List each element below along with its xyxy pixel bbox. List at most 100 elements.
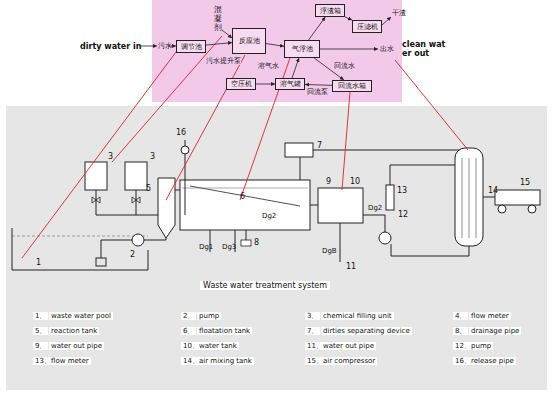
air-mixing-tank [455,148,483,246]
callout-number: 9 [326,177,331,186]
box-label: 反应池 [239,37,260,45]
leader-line [22,52,176,258]
part-name: dirties separating device [321,327,412,335]
process-box: 空压机 [226,78,256,90]
flow-label: 干渣 [392,9,406,17]
callout-number: Dg2 [262,212,276,220]
baffle [190,186,300,206]
flow-connector [305,84,332,86]
flow-connector [266,44,284,47]
leader-line [112,36,222,162]
water-tank [318,188,363,223]
air-compressor [495,190,540,205]
part-number: 8、 [453,327,468,335]
part-name: flow meter [469,312,511,320]
box-label: 调节池 [181,43,202,51]
flow-connector [314,58,344,80]
part-number: 2、 [181,312,196,320]
leader-line [166,55,245,200]
flow-arrow [222,30,232,38]
callout-number: 15 [520,178,530,187]
part-name: waste water pool [49,312,113,320]
callout-number: 7 [317,141,322,150]
callout-number: 2 [130,250,135,259]
box-label: 空压机 [231,80,252,88]
process-box: 压滤机 [352,20,382,33]
edge-label: 回流泵 [307,88,328,96]
water-level [12,236,148,237]
part-name: drainage pipe [469,327,521,335]
callout-number: 13 [397,186,407,195]
callout-number: 12 [398,210,408,219]
water-out-pipe [340,223,341,262]
callout-number: 8 [254,238,259,247]
part-name: water out pipe [49,342,104,350]
flow-connector [309,17,326,40]
part-name: reaction tank [49,327,99,335]
edge-label: 污水提升泵 [206,57,241,65]
part-name: flow meter [49,357,91,365]
valve-symbol [92,197,140,203]
pump-symbol [379,232,391,244]
part-name: release pipe [469,357,516,365]
flow-arrow [140,46,157,47]
part-number: 6、 [181,327,196,335]
schematic-panel [6,106,547,390]
drain-valve [241,240,251,246]
process-box: 浮渣箱 [315,4,345,17]
flow-label: 污水 [158,42,172,50]
edge-label: 溶气水 [258,62,279,70]
callout-number: 14 [488,186,498,195]
scraper-line [182,188,308,189]
part-name: floatation tank [197,327,252,335]
flow-label: dirty water in [80,42,141,51]
pump-symbol [132,234,144,246]
callout-number: 3 [108,152,113,161]
box-label: 回流水箱 [338,82,366,90]
flow-connector [206,43,232,45]
part-number: 1、 [33,312,48,320]
callout-number: 16 [176,128,186,137]
part-name: pump [197,312,221,320]
dosing-pipe [96,190,160,215]
part-number: 7、 [305,327,320,335]
flow-arrow [382,17,391,25]
chemical-tank [125,162,147,190]
process-box: 回流水箱 [332,80,372,92]
callout-number: 6 [240,192,245,201]
box-label: 压滤机 [357,23,378,31]
link-pipe [175,190,180,191]
flow-arrow [320,49,378,50]
flow-label: clean water out [402,40,450,58]
box-label: 气浮池 [292,45,313,53]
process-box: 调节池 [176,40,206,53]
floatation-tank [180,180,310,230]
callout-number: 10 [350,177,360,186]
callout-number: 5 [146,184,151,193]
edge-label: 回流水 [334,62,355,70]
flow-label: 混凝剂 [214,5,223,32]
callout-number: Dg3 [222,243,236,251]
flow-label: 出水 [380,45,394,53]
pink-panel [152,0,402,102]
feed-pipe [144,238,166,240]
filter-box [96,258,106,266]
box-label: 溶气罐 [280,80,301,88]
wheel [498,205,506,213]
pump-pipe [363,215,385,232]
flow-connector [292,58,299,78]
release-valve [181,146,189,154]
part-number: 5、 [33,327,48,335]
part-number: 3、 [305,312,320,320]
part-number: 9、 [33,342,48,350]
part-number: 4、 [453,312,468,320]
waste-water-pool [12,228,148,270]
flow-meter [386,185,394,210]
chemical-tank [85,162,107,190]
box-label: 浮渣箱 [320,7,341,15]
reaction-tank [158,178,175,238]
outlet-pipe [310,205,318,206]
